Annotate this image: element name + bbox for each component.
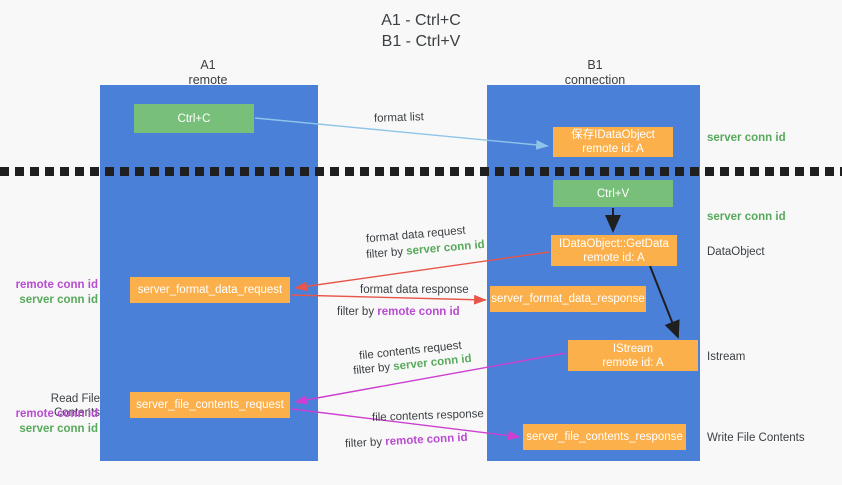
annotation-remote-conn-id-2: remote conn id (15, 408, 98, 420)
annotation-conn-id-group-1: remote conn id server conn id (10, 278, 98, 308)
node-server-format-data-response-label: server_format_data_response (491, 293, 645, 305)
node-server-file-contents-request[interactable]: server_file_contents_request (130, 392, 290, 418)
annotation-conn-id-group-2: remote conn id server conn id (10, 407, 98, 437)
node-server-format-data-response[interactable]: server_format_data_response (490, 286, 646, 312)
filter-prefix: filter by (352, 361, 394, 378)
edge-label-format-data-response: format data response (360, 284, 469, 296)
column-header-b1: B1 connection (505, 58, 685, 88)
node-istream-line2: remote id: A (602, 356, 664, 369)
node-ctrl-c-label: Ctrl+C (177, 112, 211, 125)
node-istream[interactable]: IStream remote id: A (568, 340, 698, 371)
edge-label-format-list: format list (373, 111, 425, 125)
filter-key-remote-conn-id: remote conn id (377, 306, 460, 318)
annotation-server-conn-id-2: server conn id (19, 423, 98, 435)
node-istream-line1: IStream (612, 342, 654, 355)
node-getdata-line2: remote id: A (583, 251, 645, 264)
filter-prefix: filter by (344, 436, 386, 451)
edge-label-file-contents-response-filter: filter by remote conn id (345, 431, 468, 452)
column-a1-name: A1 (200, 58, 216, 72)
annotation-server-conn-id-mid: server conn id (707, 211, 786, 223)
node-save-idataobject[interactable]: 保存IDataObject remote id: A (553, 127, 673, 157)
column-a1-role: remote (188, 73, 228, 87)
node-save-idataobject-line2: remote id: A (582, 143, 644, 155)
column-b1-name: B1 (587, 58, 603, 72)
node-server-format-data-request-label: server_format_data_request (137, 284, 283, 296)
column-b1-role: connection (564, 73, 626, 87)
filter-prefix: filter by (365, 245, 407, 262)
filter-key-remote-conn-id: remote conn id (384, 431, 468, 449)
title-line-2: B1 - Ctrl+V (381, 33, 461, 50)
filter-prefix: filter by (337, 306, 378, 318)
annotation-istream: Istream (707, 351, 746, 363)
node-server-file-contents-response-label: server_file_contents_response (526, 431, 683, 443)
column-header-a1: A1 remote (118, 58, 298, 88)
node-getdata-line1: IDataObject::GetData (559, 237, 669, 250)
node-save-idataobject-line1: 保存IDataObject (571, 129, 655, 141)
annotation-server-conn-id-top: server conn id (707, 132, 786, 144)
annotation-write-file-contents: Write File Contents (707, 432, 805, 444)
annotation-remote-conn-id-1: remote conn id (15, 279, 98, 291)
node-server-file-contents-request-label: server_file_contents_request (136, 399, 284, 411)
node-ctrl-c[interactable]: Ctrl+C (134, 104, 254, 133)
node-server-file-contents-response[interactable]: server_file_contents_response (523, 424, 686, 450)
title-line-1: A1 - Ctrl+C (381, 12, 461, 29)
node-server-format-data-request[interactable]: server_format_data_request (130, 277, 290, 303)
node-ctrl-v-label: Ctrl+V (596, 187, 630, 200)
page-title: A1 - Ctrl+C B1 - Ctrl+V (0, 10, 842, 52)
annotation-server-conn-id-1: server conn id (19, 294, 98, 306)
annotation-read-file-contents: Read File Contents (50, 393, 100, 419)
edge-label-format-data-response-filter: filter by remote conn id (337, 305, 460, 320)
timeline-separator (0, 167, 842, 177)
node-ctrl-v[interactable]: Ctrl+V (553, 180, 673, 207)
node-idataobject-getdata[interactable]: IDataObject::GetData remote id: A (551, 235, 677, 266)
edge-label-file-contents-response: file contents response (371, 408, 485, 424)
annotation-dataobject: DataObject (707, 246, 765, 258)
